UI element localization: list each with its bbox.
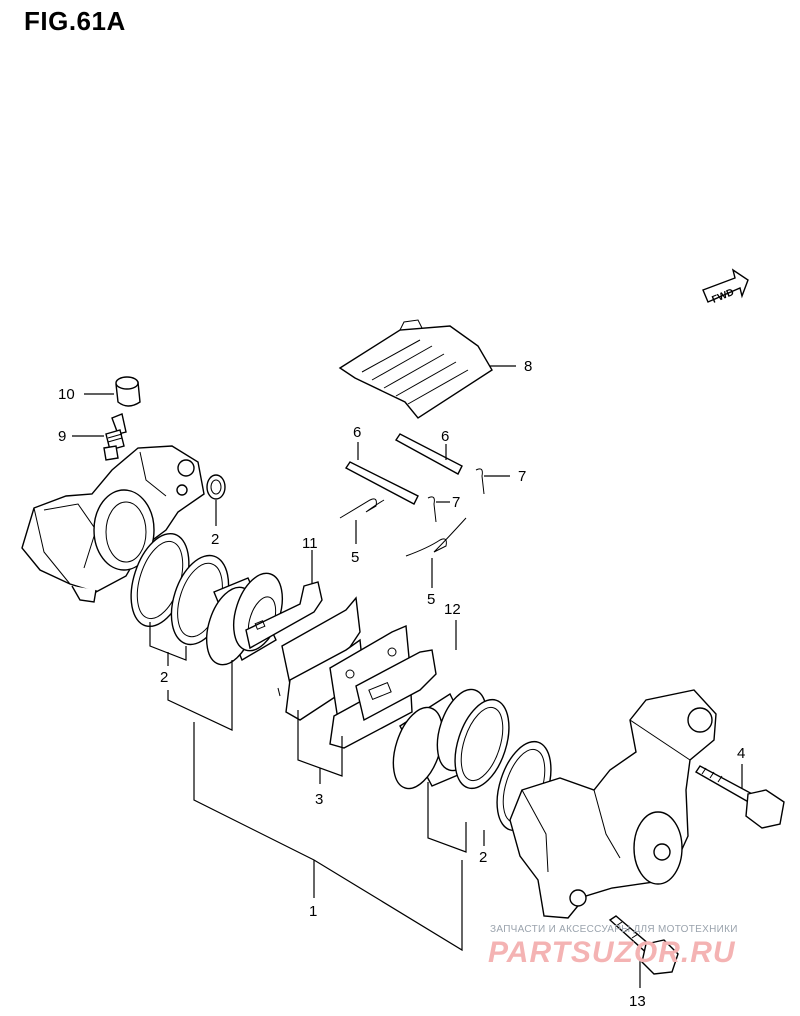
- callout-1: 1: [309, 903, 317, 920]
- bleeder-valve-part: [103, 413, 127, 461]
- shim-part: [245, 581, 323, 650]
- pad-springs-small-part: [339, 498, 467, 557]
- callout-13: 13: [629, 993, 646, 1010]
- left-caliper-body-part: [21, 445, 205, 603]
- callout-labels: 10 9 8 6 6 7 7 7 7 5 5 2 11 12 2 3 2 1 4…: [58, 358, 745, 1010]
- bleeder-cap-part: [115, 376, 141, 407]
- callout-7-a: 7: [518, 468, 526, 485]
- watermark-tagline: ЗАПЧАСТИ И АКСЕССУАРЫ ДЛЯ МОТОТЕХНИКИ: [490, 924, 738, 935]
- right-caliper-body-part: [509, 689, 717, 919]
- pin-clips-part: [427, 468, 485, 523]
- callout-4: 4: [737, 745, 745, 762]
- mounting-bolt-upper-part: [695, 765, 785, 829]
- callout-10: 10: [58, 386, 75, 403]
- figure-title: FIG.61A: [24, 6, 126, 36]
- callout-9: 9: [58, 428, 66, 445]
- callout-2-left: 2: [160, 669, 168, 686]
- leader-lines: [72, 365, 743, 988]
- pad-spring-part: [338, 319, 493, 419]
- fwd-arrow-icon: FWD: [702, 268, 749, 306]
- callout-2-top: 2: [211, 531, 219, 548]
- callout-8: 8: [524, 358, 532, 375]
- callout-5a: 5: [351, 549, 359, 566]
- watermark: ЗАПЧАСТИ И АКСЕССУАРЫ ДЛЯ МОТОТЕХНИКИ PA…: [488, 924, 738, 969]
- watermark-brand: PARTSUZOR.RU: [488, 936, 736, 969]
- callout-11: 11: [302, 535, 318, 552]
- callout-2-right: 2: [479, 849, 487, 866]
- mounting-bolt-lower-part: [608, 915, 679, 975]
- callout-6b: 6: [441, 428, 449, 445]
- callout-3: 3: [315, 791, 323, 808]
- callout-12-label: 12: [444, 601, 461, 618]
- pad-pins-part: [344, 433, 463, 505]
- callout-6a: 6: [353, 424, 361, 441]
- callout-5b: 5: [427, 591, 435, 608]
- shim-right-part: [355, 649, 437, 722]
- callout-7-b: 7: [452, 494, 460, 511]
- small-seal-part: [206, 474, 226, 500]
